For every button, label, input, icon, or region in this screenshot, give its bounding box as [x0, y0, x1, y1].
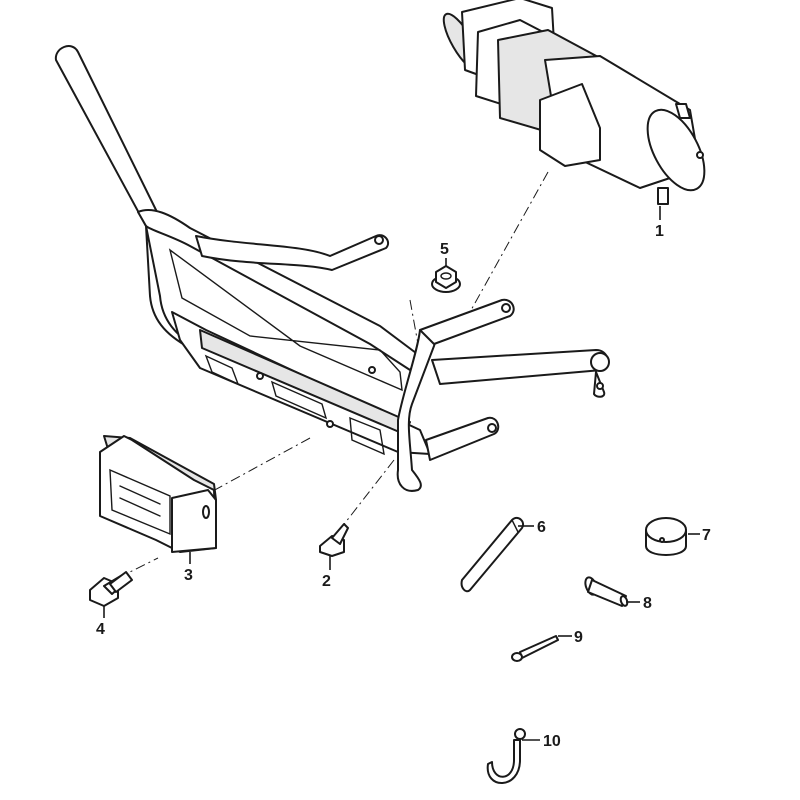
mounting-frame [54, 45, 610, 492]
long-bolt [89, 571, 133, 607]
strap [460, 516, 524, 593]
callout-6: 6 [537, 519, 546, 536]
winch [442, 0, 706, 205]
callout-2: 2 [322, 573, 331, 590]
cotter-pin [511, 635, 559, 662]
clevis-pin [584, 576, 629, 607]
leader-lines [103, 206, 700, 741]
callout-4: 4 [96, 621, 105, 638]
callout-10: 10 [543, 733, 561, 750]
callout-8: 8 [643, 595, 652, 612]
roller [645, 517, 687, 556]
callouts: 1 2 3 4 5 6 7 8 9 10 [96, 223, 711, 750]
callout-7: 7 [702, 527, 711, 544]
fairlead-mount [99, 435, 217, 553]
callout-5: 5 [440, 241, 449, 258]
callout-9: 9 [574, 629, 583, 646]
callout-3: 3 [184, 567, 193, 584]
flange-nut [431, 265, 461, 293]
callout-1: 1 [655, 223, 664, 240]
hook [486, 728, 526, 784]
short-bolt [319, 523, 349, 557]
